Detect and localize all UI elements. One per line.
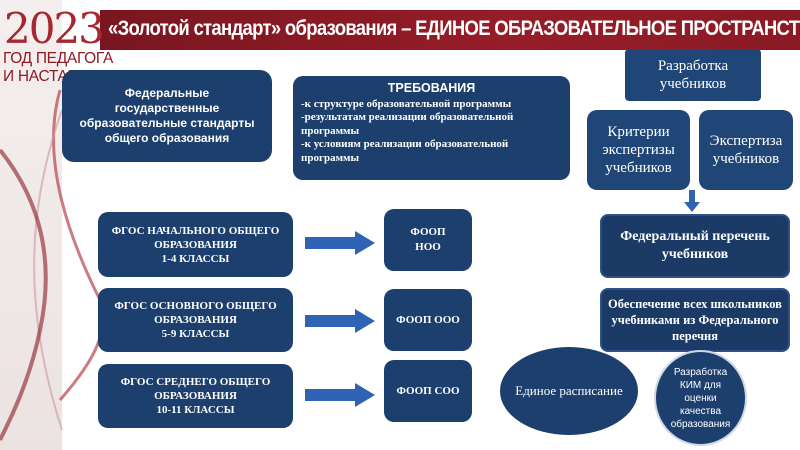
foop-soo-box: ФООП СОО [384,360,472,422]
foop-noo-box: ФООП НОО [384,209,472,271]
fgos-primary-box: ФГОС НАЧАЛЬНОГО ОБЩЕГО ОБРАЗОВАНИЯ 1-4 К… [98,212,293,277]
fgos-secondary-box: ФГОС СРЕДНЕГО ОБЩЕГО ОБРАЗОВАНИЯ 10-11 К… [98,364,293,428]
textbook-provision-box: Обеспечение всех школьников учебниками и… [600,288,790,352]
textbook-development-box: Разработка учебников [625,49,761,101]
left-decor-strip [0,0,62,450]
requirements-box: ТРЕБОВАНИЯ -к структуре образовательной … [293,76,570,180]
requirements-item: -результатам реализации образовательной … [301,111,514,137]
requirements-item: -к структуре образовательной программы [301,97,512,110]
fgs-box: Федеральные государственные образователь… [62,70,272,162]
federal-list-box: Федеральный перечень учебников [600,214,790,278]
fgos-grades: 10-11 КЛАССЫ [156,404,235,416]
logo-year: 2023 [4,4,105,53]
fgos-line: ФГОС НАЧАЛЬНОГО ОБЩЕГО [111,224,280,237]
foop-ooo-box: ФООП ООО [384,289,472,351]
requirements-item: -к условиям реализации образовательной п… [301,138,509,164]
logo: 2023 ГОД ПЕДАГОГА И НАСТАВНИКА [0,0,118,95]
fgos-grades: 1-4 КЛАССЫ [161,252,230,265]
fgos-line: ФГОС СРЕДНЕГО ОБЩЕГО [120,376,271,388]
arrow-right-icon [305,231,375,255]
page-title: «Золотой стандарт» образования – ЕДИНОЕ … [108,16,800,40]
foop-line: НОО [415,241,441,253]
foop-line: ФООП [410,226,446,238]
arrow-down-icon [684,190,700,212]
fgos-line: ОБРАЗОВАНИЯ [154,390,237,402]
textbook-criteria-box: Критерии экспертизы учебников [587,110,690,190]
fgos-line: ОБРАЗОВАНИЯ [154,314,237,326]
fgos-grades: 5-9 КЛАССЫ [161,328,230,340]
fgos-line: ОБРАЗОВАНИЯ [154,238,237,251]
unified-schedule-ellipse: Единое расписание [500,347,638,435]
textbook-expertise-box: Экспертиза учебников [699,110,793,190]
arrow-right-icon [305,309,375,333]
fgos-line: ФГОС ОСНОВНОГО ОБЩЕГО [114,300,277,312]
kim-development-ellipse: Разработка КИМ для оценки качества образ… [654,350,747,446]
decorative-curves [0,89,105,441]
logo-line1: ГОД ПЕДАГОГА [3,50,114,67]
kim-text: Разработка КИМ для оценки качества образ… [670,366,731,430]
header-band [100,10,800,50]
arrow-right-icon [305,383,375,407]
fgos-basic-box: ФГОС ОСНОВНОГО ОБЩЕГО ОБРАЗОВАНИЯ 5-9 КЛ… [98,288,293,352]
requirements-title: ТРЕБОВАНИЯ [387,81,476,95]
